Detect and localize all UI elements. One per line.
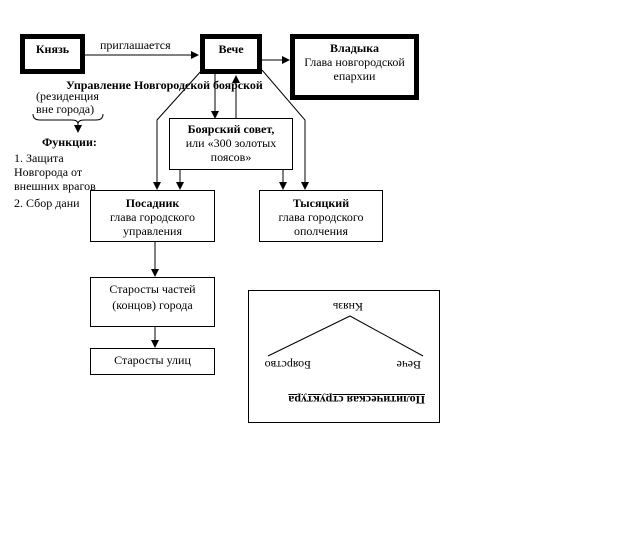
posadnik-box: Посадник глава городского управления [90,190,215,242]
structure-right: Вече [396,358,421,372]
arrow-veche-posadnik [153,69,203,190]
vladyka-box: Владыка Глава новгородской епархии [290,34,419,100]
structure-box: Политическая структура Вече Боярство Кня… [248,290,440,423]
structure-rotated: Политическая структура Вече Боярство Кня… [249,291,439,422]
council-title: Боярский совет, [187,122,275,136]
knyaz-label: Князь [35,42,70,56]
veche-label: Вече [218,42,244,56]
residence-line-2: вне города) [36,102,95,116]
council-line-1: или «300 золотых [185,136,277,150]
functions-title: Функции: [42,135,97,149]
structure-top: Князь [332,300,363,314]
structure-triangle [267,315,424,357]
heading: Управление Новгородской боярской [66,78,263,92]
functions-line-2: Новгорода от [14,165,83,179]
starosty-chastey-line-1: Старосты частей [109,282,196,296]
starosty-chastey-line-2: (концов) города [112,298,193,312]
functions-line-3: внешних врагов [14,179,96,193]
veche-box: Вече [200,34,262,74]
council-line-2: поясов» [210,150,252,164]
posadnik-line-2: управления [123,224,182,238]
tysyatsky-line-1: глава городского [278,210,364,224]
residence-brace [32,113,104,125]
starosty-ulits-label: Старосты улиц [114,353,191,367]
invited-label: приглашается [100,38,171,52]
vladyka-desc: Глава новгородской епархии [304,55,405,83]
knyaz-box: Князь [20,34,85,74]
arrow-veche-tysyatsky [261,69,309,190]
council-box: Боярский совет, или «300 золотых поясов» [169,118,293,170]
tysyatsky-box: Тысяцкий глава городского ополчения [259,190,383,242]
vladyka-title: Владыка [330,41,379,55]
functions-line-4: 2. Сбор дани [14,196,80,210]
tysyatsky-line-2: ополчения [294,224,348,238]
tysyatsky-title: Тысяцкий [292,196,350,210]
functions-line-1: 1. Защита [14,151,64,165]
posadnik-line-1: глава городского [109,210,195,224]
posadnik-title: Посадник [125,196,180,210]
starosty-chastey-box: Старосты частей (концов) города [90,277,215,327]
starosty-ulits-box: Старосты улиц [90,348,215,375]
residence-line-1: (резиденция [36,89,99,103]
structure-title: Политическая структура [288,393,425,407]
structure-left: Боярство [264,358,311,372]
